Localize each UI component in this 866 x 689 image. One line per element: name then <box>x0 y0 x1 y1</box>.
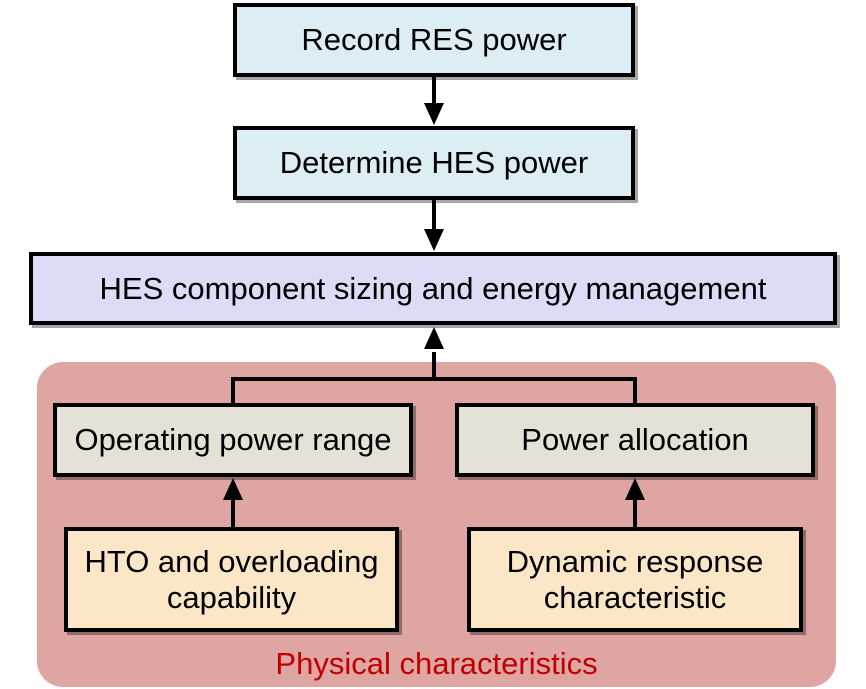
node-label: HES component sizing and energy manageme… <box>99 270 767 306</box>
node-label: Dynamic response characteristic <box>506 543 764 615</box>
node-operating-power-range: Operating power range <box>53 403 413 477</box>
node-power-allocation: Power allocation <box>455 403 815 477</box>
node-label: Record RES power <box>301 22 567 58</box>
node-hes-component-sizing: HES component sizing and energy manageme… <box>29 252 837 325</box>
group-caption: Physical characteristics <box>275 646 598 681</box>
node-label: Power allocation <box>521 422 749 458</box>
node-dynamic-response-characteristic: Dynamic response characteristic <box>467 527 803 632</box>
node-determine-hes-power: Determine HES power <box>233 126 635 200</box>
arrowhead-down-1 <box>424 103 444 125</box>
node-hto-overloading-capability: HTO and overloading capability <box>64 527 399 632</box>
node-label: HTO and overloading capability <box>84 543 379 615</box>
node-record-res-power: Record RES power <box>233 3 635 77</box>
node-label: Determine HES power <box>279 145 589 181</box>
node-label: Operating power range <box>74 422 392 458</box>
arrowhead-up-center <box>424 327 444 349</box>
arrowhead-down-2 <box>424 229 444 251</box>
